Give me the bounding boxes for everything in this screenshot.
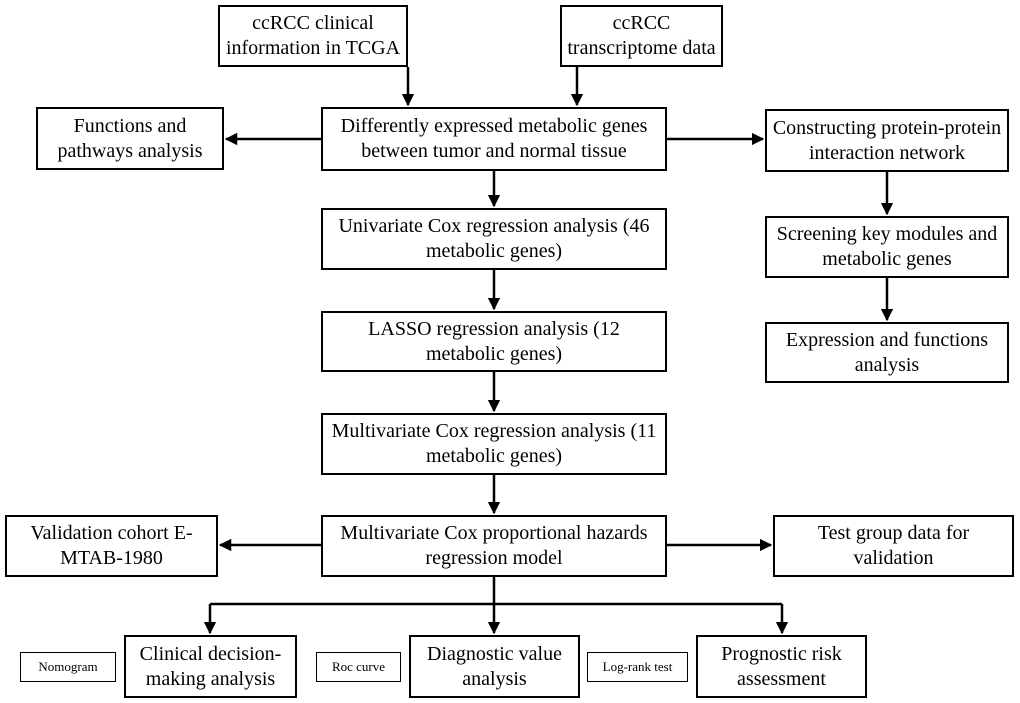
box-univariate-cox: Univariate Cox regression analysis (46 m… [321,208,667,270]
box-differently-expressed-genes: Differently expressed metabolic genes be… [321,107,667,171]
box-log-rank-test: Log-rank test [587,652,688,682]
box-multivariate-cox: Multivariate Cox regression analysis (11… [321,413,667,475]
box-protein-interaction-network: Constructing protein-protein interaction… [765,109,1009,172]
box-proportional-hazards-model: Multivariate Cox proportional hazards re… [321,515,667,577]
box-transcriptome-data: ccRCC transcriptome data [560,5,723,67]
box-validation-cohort: Validation cohort E-MTAB-1980 [5,515,218,577]
box-functions-pathways: Functions and pathways analysis [36,107,224,170]
box-lasso-regression: LASSO regression analysis (12 metabolic … [321,311,667,372]
box-clinical-information: ccRCC clinical information in TCGA [218,5,408,67]
box-screening-modules: Screening key modules and metabolic gene… [765,216,1009,278]
box-diagnostic-value-analysis: Diagnostic value analysis [409,635,580,698]
box-clinical-decision-analysis: Clinical decision-making analysis [124,635,297,698]
box-nomogram: Nomogram [20,652,116,682]
box-expression-functions: Expression and functions analysis [765,322,1009,383]
box-prognostic-risk-assessment: Prognostic risk assessment [696,635,867,698]
box-test-group-validation: Test group data for validation [773,515,1014,577]
box-roc-curve: Roc curve [316,652,401,682]
